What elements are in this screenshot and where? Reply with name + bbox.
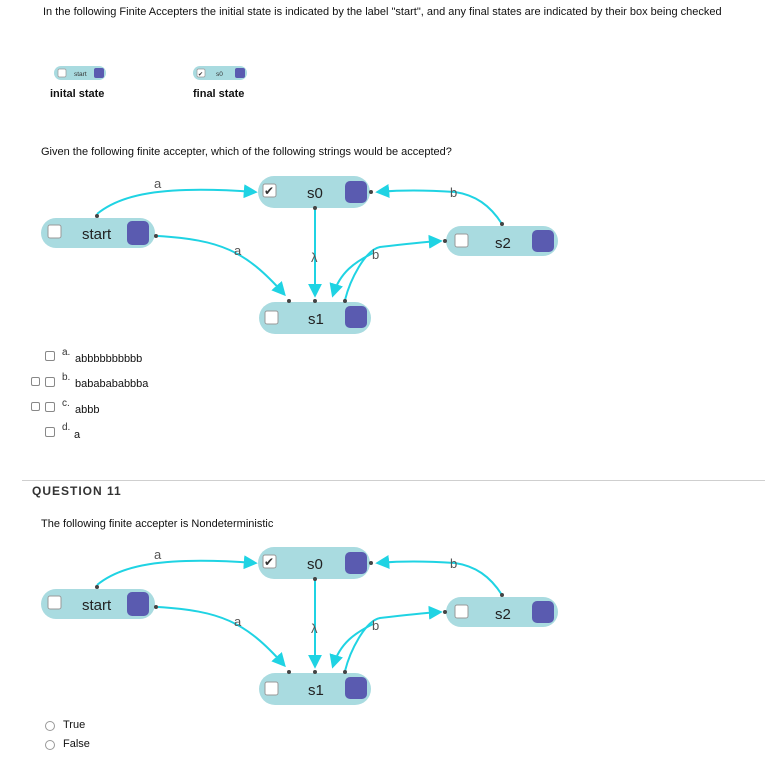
legend-final-chip: ✔ s0 [193, 66, 247, 80]
option-false-radio[interactable] [45, 740, 55, 750]
option-d-checkbox[interactable] [45, 427, 55, 437]
edge-s1-s2 [344, 234, 443, 301]
question10-prompt: Given the following finite accepter, whi… [41, 146, 452, 158]
q11-edge-start-s1-label: a [234, 614, 242, 629]
q11-state-s2-label: s2 [495, 606, 511, 623]
q11-state-start: start [41, 585, 158, 619]
state-start-label: start [82, 226, 112, 243]
option-c-extra-checkbox[interactable] [31, 402, 40, 411]
legend-initial-label: inital state [50, 88, 105, 100]
option-c-checkbox[interactable] [45, 402, 55, 412]
state-s2: s2 [443, 222, 558, 256]
question-divider [22, 480, 765, 481]
question11-header: QUESTION 11 [32, 484, 122, 498]
q11-edge-s2-s0 [375, 555, 503, 596]
q11-edge-s2-s1 [329, 623, 374, 669]
q11-state-start-label: start [82, 597, 112, 614]
option-false-label: False [63, 738, 90, 750]
legend-initial-chip: start [54, 66, 106, 80]
option-a-letter: a. [62, 347, 71, 358]
option-a-checkbox[interactable] [45, 351, 55, 361]
edge-start-s0-label: a [154, 176, 162, 191]
edge-s2-s0 [375, 184, 503, 225]
q11-state-s1-label: s1 [308, 682, 324, 699]
q11-edge-s0-s1-label: λ [311, 621, 318, 636]
edge-s0-s1-label: λ [311, 250, 318, 265]
option-b-checkbox[interactable] [45, 377, 55, 387]
option-d-text: a [74, 429, 81, 441]
question11-prompt: The following finite accepter is Nondete… [41, 518, 274, 530]
legend-initial-chip-text: start [74, 71, 87, 78]
state-s0: ✔ s0 [258, 176, 373, 210]
q11-edge-start-s0-label: a [154, 547, 162, 562]
edge-s2-s0-label: b [450, 185, 457, 200]
edge-start-s1-label: a [234, 243, 242, 258]
state-s0-check-icon: ✔ [264, 184, 274, 198]
intro-text: In the following Finite Accepters the in… [43, 6, 722, 18]
edge-start-s1 [157, 235, 286, 297]
option-b-text: bababababbba [75, 378, 149, 390]
option-a-text: abbbbbbbbbb [75, 353, 143, 365]
state-s2-label: s2 [495, 235, 511, 252]
state-s1-label: s1 [308, 311, 324, 328]
edge-s1-s2-label: b [372, 247, 379, 262]
legend-graphic: start ✔ s0 [54, 66, 247, 80]
q11-edge-s2-s0-label: b [450, 556, 457, 571]
q11-state-s0-label: s0 [307, 556, 323, 573]
option-b-letter: b. [62, 372, 71, 383]
state-s1: s1 [259, 299, 371, 334]
q11-state-s0: ✔ s0 [258, 547, 373, 581]
option-true-label: True [63, 719, 86, 731]
option-c-text: abbb [75, 404, 100, 416]
q11-state-s0-check-icon: ✔ [264, 555, 274, 569]
option-c-letter: c. [62, 398, 70, 409]
legend-final-label: final state [193, 88, 245, 100]
q11-state-s1: s1 [259, 670, 371, 705]
state-s0-label: s0 [307, 185, 323, 202]
state-start: start [41, 214, 158, 248]
legend-final-chip-text: s0 [216, 71, 223, 78]
edge-start-s0 [96, 184, 258, 215]
q11-edge-start-s0 [96, 555, 258, 586]
q11-edge-s1-s2-label: b [372, 618, 379, 633]
legend-check-icon: ✔ [198, 72, 203, 78]
option-true-radio[interactable] [45, 721, 55, 731]
q11-edge-s1-s2 [344, 605, 443, 672]
option-b-extra-checkbox[interactable] [31, 377, 40, 386]
q11-state-s2: s2 [443, 593, 558, 627]
q11-edge-start-s1 [157, 606, 286, 668]
option-d-letter: d. [62, 422, 71, 433]
